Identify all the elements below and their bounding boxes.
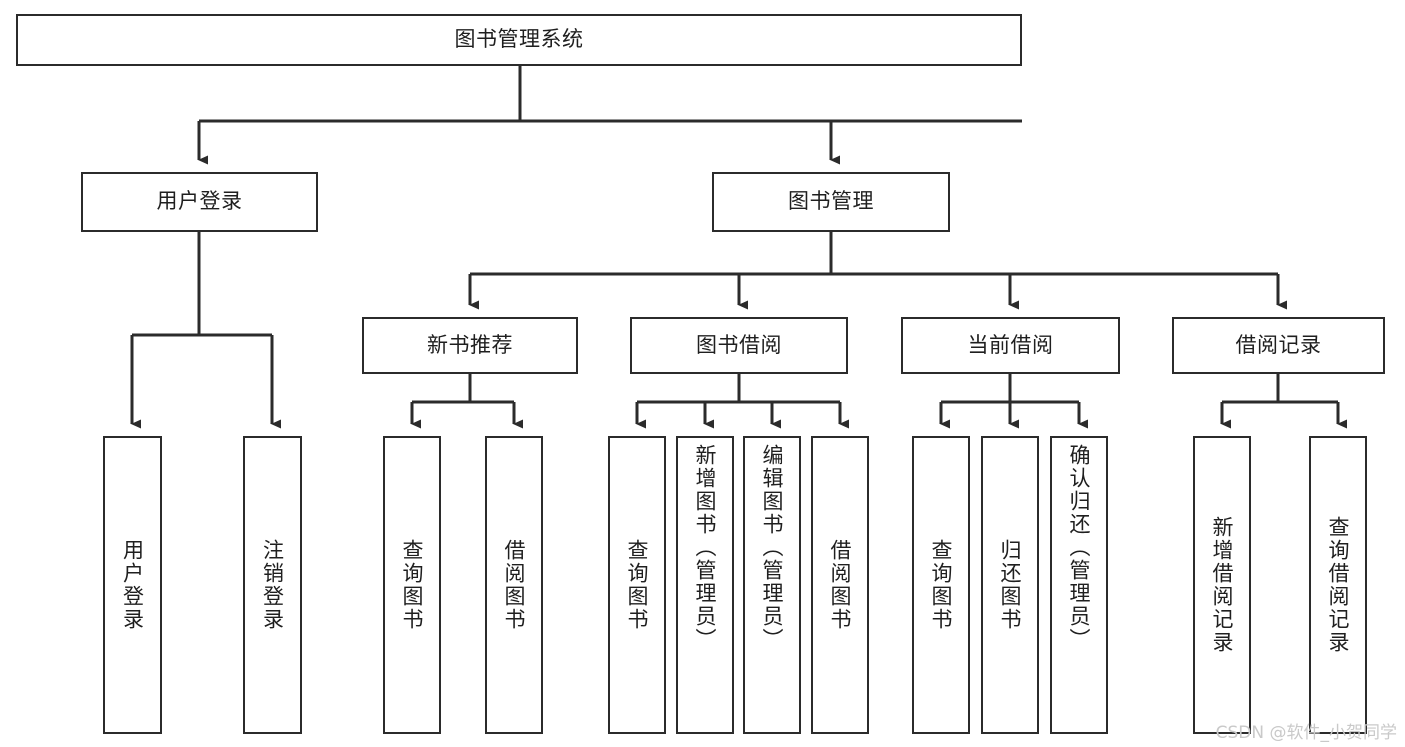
node-leaf-return-book[interactable]: 归还图书 bbox=[981, 436, 1039, 734]
node-leaf-confirm-return[interactable]: 确认归还（管理员） bbox=[1050, 436, 1108, 734]
node-leaf-query-book-2[interactable]: 查询图书 bbox=[608, 436, 666, 734]
node-borrow-record[interactable]: 借阅记录 bbox=[1172, 317, 1385, 374]
node-leaf-query-book-1-label: 查询图书 bbox=[400, 539, 425, 631]
node-current-borrow[interactable]: 当前借阅 bbox=[901, 317, 1120, 374]
node-leaf-user-login-label: 用户登录 bbox=[120, 539, 145, 631]
book-manage-connectors bbox=[468, 232, 1287, 310]
current-borrow-connectors bbox=[939, 374, 1088, 429]
node-leaf-query-record-label: 查询借阅记录 bbox=[1326, 516, 1351, 654]
node-leaf-query-book-2-label: 查询图书 bbox=[625, 539, 650, 631]
new-book-recommend-connectors bbox=[410, 374, 523, 429]
node-root-label: 图书管理系统 bbox=[454, 27, 584, 52]
node-user-login-label: 用户登录 bbox=[156, 189, 243, 214]
node-leaf-return-book-label: 归还图书 bbox=[998, 539, 1023, 631]
node-leaf-add-record[interactable]: 新增借阅记录 bbox=[1193, 436, 1251, 734]
node-leaf-logout-login-label: 注销登录 bbox=[260, 539, 285, 631]
node-leaf-confirm-return-label: 确认归还（管理员） bbox=[1067, 444, 1092, 651]
node-leaf-user-login[interactable]: 用户登录 bbox=[103, 436, 162, 734]
node-new-book-recommend-label: 新书推荐 bbox=[427, 332, 513, 357]
user-login-connectors bbox=[130, 232, 281, 429]
node-new-book-recommend[interactable]: 新书推荐 bbox=[362, 317, 578, 374]
watermark-text: CSDN @软件_小贺同学 bbox=[1215, 723, 1397, 743]
node-leaf-add-record-label: 新增借阅记录 bbox=[1210, 516, 1235, 654]
root-connectors bbox=[197, 66, 1022, 165]
node-leaf-query-book-1[interactable]: 查询图书 bbox=[383, 436, 441, 734]
node-current-borrow-label: 当前借阅 bbox=[967, 332, 1054, 357]
node-leaf-query-book-3-label: 查询图书 bbox=[929, 539, 954, 631]
node-leaf-borrow-book-1-label: 借阅图书 bbox=[502, 539, 527, 631]
node-leaf-borrow-book-2-label: 借阅图书 bbox=[828, 539, 853, 631]
node-leaf-add-book-label: 新增图书（管理员） bbox=[693, 444, 718, 651]
node-borrow-record-label: 借阅记录 bbox=[1235, 332, 1322, 357]
node-leaf-edit-book[interactable]: 编辑图书（管理员） bbox=[743, 436, 801, 734]
book-borrow-connectors bbox=[635, 374, 849, 429]
node-leaf-edit-book-label: 编辑图书（管理员） bbox=[760, 444, 785, 651]
node-book-borrow[interactable]: 图书借阅 bbox=[630, 317, 848, 374]
node-leaf-query-record[interactable]: 查询借阅记录 bbox=[1309, 436, 1367, 734]
node-book-manage[interactable]: 图书管理 bbox=[712, 172, 950, 232]
borrow-record-connectors bbox=[1220, 374, 1347, 429]
node-user-login[interactable]: 用户登录 bbox=[81, 172, 318, 232]
node-leaf-borrow-book-1[interactable]: 借阅图书 bbox=[485, 436, 543, 734]
node-leaf-query-book-3[interactable]: 查询图书 bbox=[912, 436, 970, 734]
node-leaf-logout-login[interactable]: 注销登录 bbox=[243, 436, 302, 734]
node-leaf-add-book[interactable]: 新增图书（管理员） bbox=[676, 436, 734, 734]
node-book-borrow-label: 图书借阅 bbox=[696, 332, 782, 357]
node-book-manage-label: 图书管理 bbox=[788, 189, 874, 214]
node-leaf-borrow-book-2[interactable]: 借阅图书 bbox=[811, 436, 869, 734]
node-root[interactable]: 图书管理系统 bbox=[16, 14, 1022, 66]
